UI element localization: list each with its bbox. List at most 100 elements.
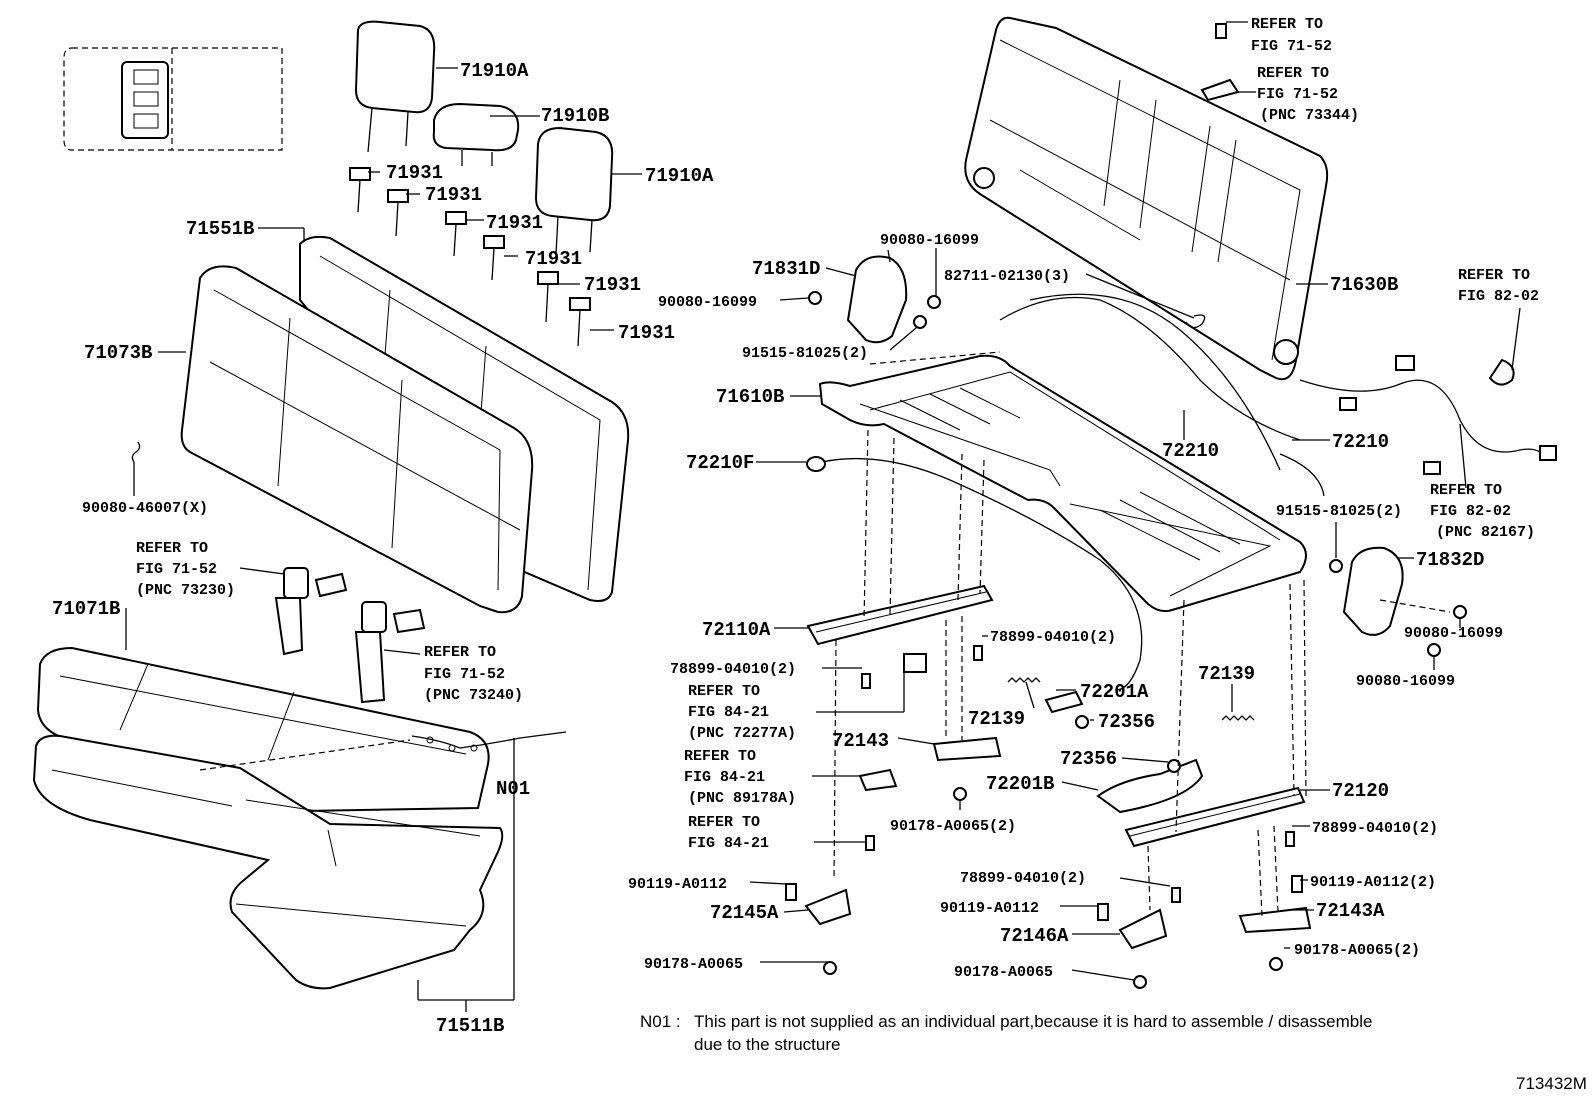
- label-71832d: 71832D: [1416, 549, 1484, 571]
- side-cover-71832d-icon: [1342, 546, 1404, 636]
- n01-bracket-lines: [199, 738, 515, 1012]
- side-cover-71831d-icon: [846, 255, 908, 344]
- clip-top-right-icon: [1200, 23, 1240, 102]
- label-71931-1: 71931: [386, 162, 443, 184]
- label-90119-c: 90119-A0112: [940, 900, 1039, 917]
- label-72139-a: 72139: [968, 708, 1025, 730]
- refer-h-line3: (PNC 89178A): [688, 790, 796, 807]
- seat-cushion-cover-71071b-icon: [36, 646, 490, 814]
- wire-harness-82167-icon: [1299, 355, 1557, 475]
- refer-g-line3: (PNC 72277A): [688, 725, 796, 742]
- refer-d-line2: FIG 71-52: [1257, 86, 1338, 103]
- refer-f-line2: FIG 82-02: [1430, 503, 1511, 520]
- refer-c-line1: REFER TO: [1251, 16, 1323, 33]
- label-90178-c: 90178-A0065: [954, 964, 1053, 981]
- headrest-support-icons: [349, 167, 591, 347]
- label-90080-16099-a: 90080-16099: [880, 232, 979, 249]
- note-key: N01 :: [640, 1012, 681, 1031]
- connector-89178a-icon: [858, 768, 898, 792]
- refer-b-line1: REFER TO: [424, 644, 496, 661]
- label-71511b: 71511B: [436, 1015, 504, 1037]
- bracket-72143a-icon: [1238, 906, 1312, 934]
- label-71551b: 71551B: [186, 218, 254, 240]
- seatback-frame-71630b-icon: [964, 16, 1329, 381]
- seat-cushion-pad-71511b-icon: [32, 734, 504, 990]
- label-90119-b: 90119-A0112(2): [1310, 874, 1436, 891]
- label-78899-c: 78899-04010(2): [1312, 820, 1438, 837]
- refer-a-line2: FIG 71-52: [136, 561, 217, 578]
- headrest-71910a-right-icon: [534, 126, 614, 255]
- part-labels: 71910A 71910B 71910A 71931 71931 71931 7…: [52, 16, 1539, 1037]
- label-71910a-right: 71910A: [645, 165, 714, 187]
- label-72210f: 72210F: [686, 452, 754, 474]
- lever-72201a-icon: [1044, 690, 1084, 714]
- label-72210: 72210: [1162, 440, 1219, 462]
- bracket-72146a-icon: [1118, 908, 1168, 950]
- refer-g-line1: REFER TO: [688, 683, 760, 700]
- refer-a-line1: REFER TO: [136, 540, 208, 557]
- headrest-71910a-left-icon: [354, 20, 436, 153]
- refer-f-line3: (PNC 82167): [1436, 524, 1535, 541]
- label-71630b: 71630B: [1330, 274, 1398, 296]
- refer-b-line2: FIG 71-52: [424, 666, 505, 683]
- fastener-90080-icons: [808, 291, 1467, 657]
- label-72143: 72143: [832, 730, 889, 752]
- refer-h-line2: FIG 84-21: [684, 769, 765, 786]
- label-72120: 72120: [1332, 780, 1389, 802]
- label-78899-a: 78899-04010(2): [990, 629, 1116, 646]
- label-71831d: 71831D: [752, 258, 820, 280]
- seat-locator-icon: [63, 47, 283, 151]
- label-72210-b: 72210: [1332, 431, 1389, 453]
- bracket-72145a-icon: [804, 888, 852, 926]
- refer-f-line1: REFER TO: [1430, 482, 1502, 499]
- seatbelt-buckle-right-icon: [354, 601, 426, 704]
- label-90119-a: 90119-A0112: [628, 876, 727, 893]
- label-72139-b: 72139: [1198, 663, 1255, 685]
- refer-h-line1: REFER TO: [684, 748, 756, 765]
- refer-e-line2: FIG 82-02: [1458, 288, 1539, 305]
- label-71931-2: 71931: [425, 184, 482, 206]
- label-90178-b: 90178-A0065: [644, 956, 743, 973]
- label-90080-16099-c: 90080-16099: [1404, 625, 1503, 642]
- seat-track-72120-icon: [1124, 786, 1306, 848]
- refer-e-line1: REFER TO: [1458, 267, 1530, 284]
- label-71931-6: 71931: [618, 322, 675, 344]
- label-72110a: 72110A: [702, 619, 771, 641]
- seat-cushion-frame-71610b-icon: [818, 354, 1307, 613]
- label-91515-b: 91515-81025(2): [1276, 503, 1402, 520]
- refer-c-line2: FIG 71-52: [1251, 38, 1332, 55]
- label-72201a: 72201A: [1080, 681, 1149, 703]
- seatback-cover-71073b-icon: [180, 265, 534, 614]
- refer-d-line1: REFER TO: [1257, 65, 1329, 82]
- label-71931-5: 71931: [584, 274, 641, 296]
- label-72356-a: 72356: [1098, 711, 1155, 733]
- label-90080-46007: 90080-46007(X): [82, 500, 208, 517]
- refer-i-line1: REFER TO: [688, 814, 760, 831]
- label-91515-a: 91515-81025(2): [742, 345, 868, 362]
- footnote: N01 : This part is not supplied as an in…: [640, 1012, 1372, 1054]
- label-82711: 82711-02130(3): [944, 268, 1070, 285]
- label-71931-4: 71931: [525, 248, 582, 270]
- label-72146a: 72146A: [1000, 925, 1069, 947]
- lever-72201b-icon: [1096, 758, 1204, 814]
- label-90080-16099-b: 90080-16099: [658, 294, 757, 311]
- label-72356-b: 72356: [1060, 748, 1117, 770]
- refer-i-line2: FIG 84-21: [688, 835, 769, 852]
- label-90178-a: 90178-A0065(2): [890, 818, 1016, 835]
- label-78899-d: 78899-04010(2): [960, 870, 1086, 887]
- label-71610b: 71610B: [716, 386, 784, 408]
- refer-a-line3: (PNC 73230): [136, 582, 235, 599]
- refer-g-line2: FIG 84-21: [688, 704, 769, 721]
- washer-72356-icons: [1075, 715, 1181, 773]
- cable-72210-icon: [999, 293, 1325, 497]
- note-line1: This part is not supplied as an individu…: [694, 1012, 1372, 1031]
- label-90178-d: 90178-A0065(2): [1294, 942, 1420, 959]
- refer-d-line3: (PNC 73344): [1260, 107, 1359, 124]
- refer-b-line3: (PNC 73240): [424, 687, 523, 704]
- headrest-71910b-center-icon: [432, 102, 520, 166]
- connector-72277a-icon: [903, 653, 927, 673]
- label-71931-3: 71931: [486, 212, 543, 234]
- spring-72139-b-icon: [1221, 715, 1255, 721]
- leader-lines: [125, 21, 1467, 981]
